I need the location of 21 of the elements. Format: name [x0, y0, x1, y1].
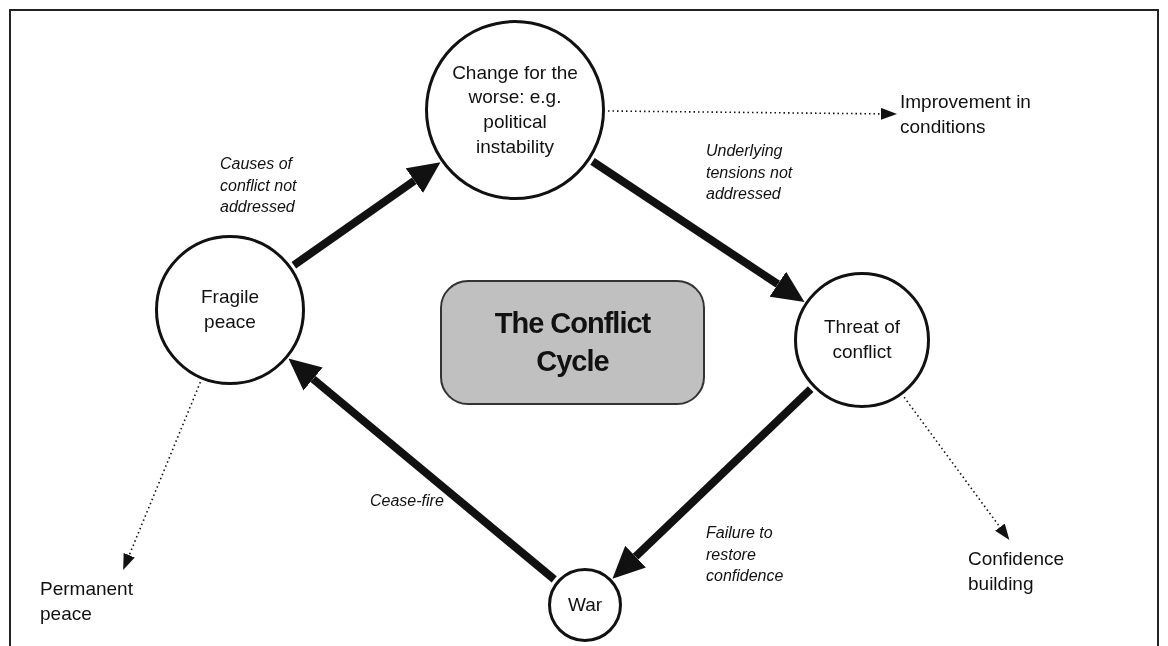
node-label: Fragile peace	[199, 285, 261, 334]
edge-label: Underlying tensions not addressed	[706, 141, 794, 205]
arrow	[903, 396, 1010, 540]
title-text: The Conflict Cycle	[493, 305, 652, 379]
arrow	[288, 358, 557, 583]
edge-label: Failure to restore confidence	[706, 523, 785, 587]
edge-label: Cease-fire	[370, 491, 445, 511]
arrow	[291, 162, 441, 269]
node-label: Change for the worse: e.g. political instability	[451, 60, 579, 159]
node-label: Confidence building	[968, 547, 1066, 596]
arrow	[607, 107, 897, 120]
node-label: Permanent peace	[40, 577, 134, 626]
arrow	[123, 381, 202, 570]
arrow	[590, 158, 805, 302]
node-label: Improvement in conditions	[900, 90, 1032, 139]
arrow	[612, 386, 814, 579]
node-label: Threat of conflict	[822, 315, 901, 364]
title-box	[440, 280, 705, 405]
edge-label: Causes of conflict not addressed	[220, 154, 298, 218]
node-label: War	[567, 592, 603, 617]
circle-node	[548, 568, 622, 642]
